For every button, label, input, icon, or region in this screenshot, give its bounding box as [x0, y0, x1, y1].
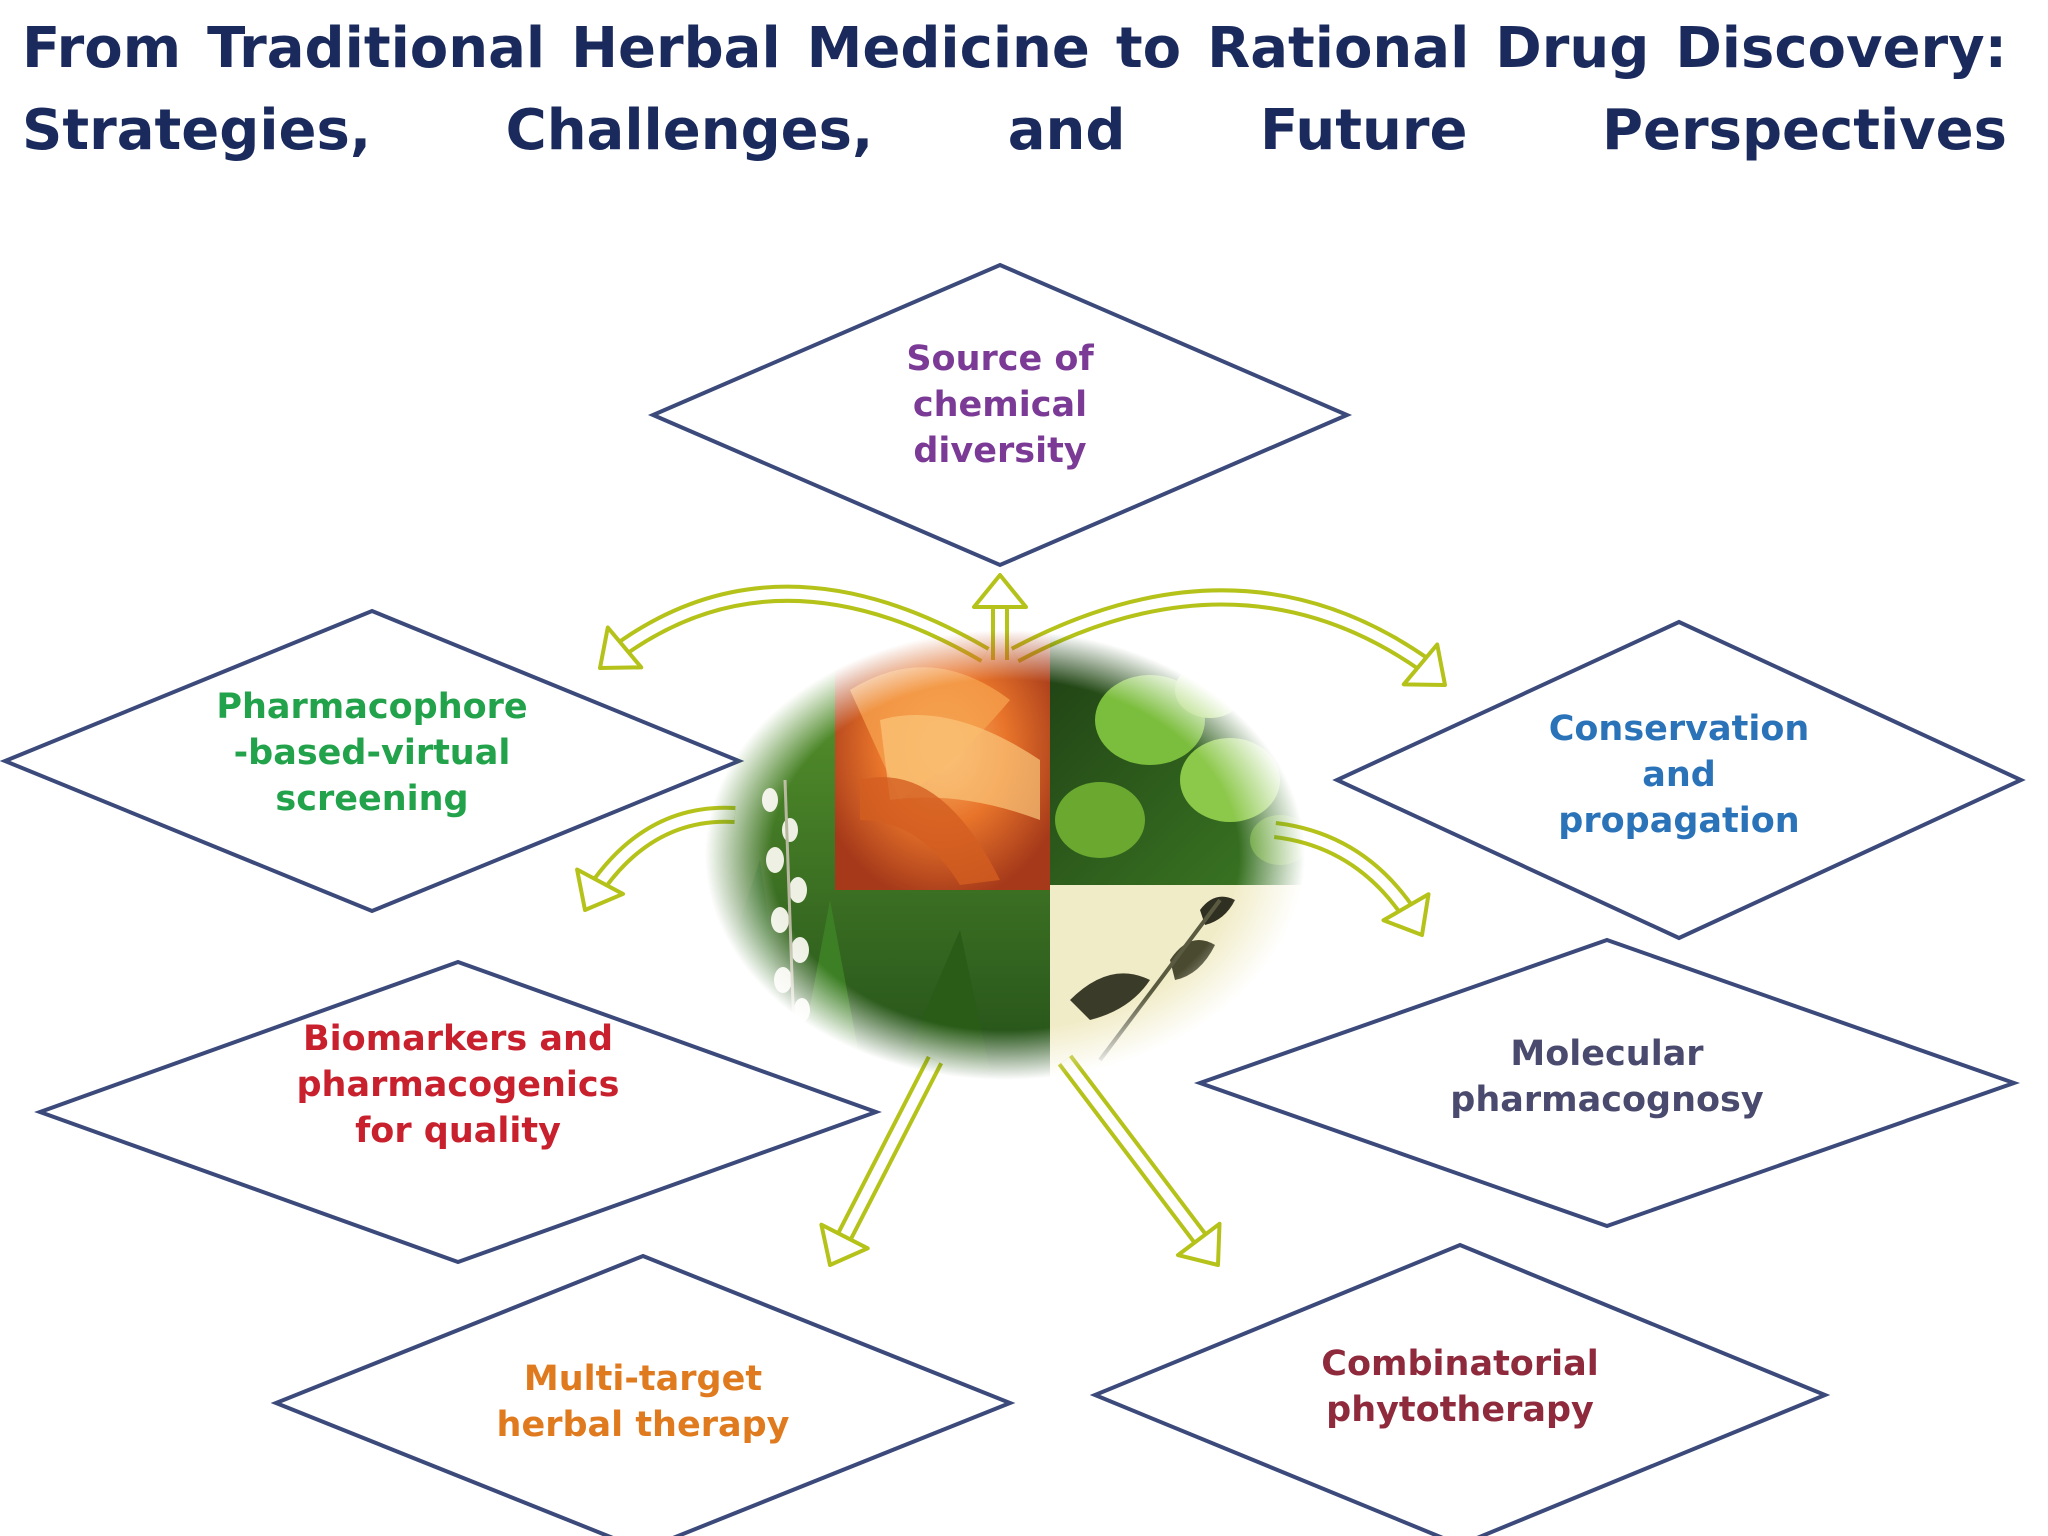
node-label-line: pharmacogenics: [296, 1065, 619, 1105]
diamond-multitarget: [270, 1253, 1016, 1536]
node-label-line: screening: [275, 779, 468, 819]
arrow-to-combinatorial: [1057, 1054, 1222, 1267]
node-label-line: diversity: [913, 431, 1086, 471]
diamond-combinatorial: [1089, 1242, 1831, 1536]
node-label-line: Pharmacophore: [216, 687, 527, 727]
node-label-line: Multi-target: [524, 1359, 762, 1399]
diamond-group: [0, 262, 2026, 1536]
diamond-conservation: [1332, 619, 2026, 941]
node-label-source: Source of chemical diversity: [906, 339, 1094, 471]
node-label-line: Conservation: [1549, 709, 1810, 749]
node-label-line: for quality: [355, 1111, 561, 1151]
node-label-line: Biomarkers and: [303, 1019, 613, 1059]
node-label-line: Combinatorial: [1321, 1344, 1598, 1384]
node-label-line: pharmacognosy: [1450, 1080, 1764, 1120]
node-label-line: -based-virtual: [234, 733, 511, 773]
medicinal-plants-collage-icon: [705, 630, 1310, 1085]
node-label-line: propagation: [1558, 801, 1799, 841]
node-label-pharmacophore: Pharmacophore -based-virtual screening: [216, 687, 527, 819]
node-label-biomarkers: Biomarkers and pharmacogenics for quality: [296, 1019, 619, 1151]
node-label-combinatorial: Combinatorial phytotherapy: [1321, 1344, 1598, 1430]
node-label-line: and: [1642, 755, 1716, 795]
node-label-molecular: Molecular pharmacognosy: [1450, 1034, 1764, 1120]
arrow-to-pharmacophore: [598, 584, 990, 670]
title-line-1: From Traditional Herbal Medicine to Rati…: [22, 16, 2007, 81]
node-label-conservation: Conservation and propagation: [1549, 709, 1810, 841]
diamond-molecular: [1193, 937, 2021, 1229]
diamond-pharmacophore: [0, 608, 745, 914]
diamond-source: [647, 262, 1353, 568]
node-label-line: chemical: [913, 385, 1087, 425]
arrow-to-multitarget: [819, 1055, 944, 1267]
node-label-line: phytotherapy: [1326, 1390, 1594, 1430]
arrow-to-conservation: [1010, 588, 1447, 687]
node-label-multitarget: Multi-target herbal therapy: [497, 1359, 790, 1445]
node-label-line: Source of: [906, 339, 1094, 379]
title-line-2: Strategies, Challenges, and Future Persp…: [22, 98, 2007, 163]
node-label-line: Molecular: [1510, 1034, 1704, 1074]
node-label-line: herbal therapy: [497, 1405, 790, 1445]
